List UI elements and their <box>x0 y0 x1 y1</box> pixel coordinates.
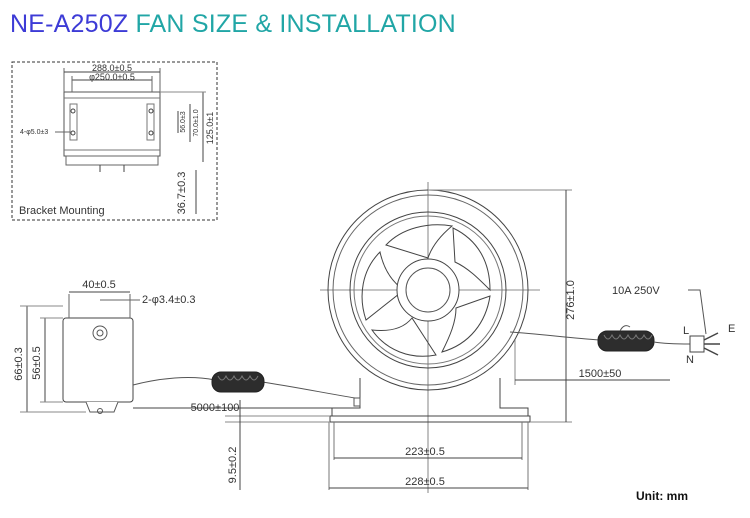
plug-pin-earth: E <box>728 323 735 335</box>
controller-height-66: 66±0.3 <box>13 347 25 381</box>
controller-mount-hole <box>92 325 108 341</box>
fan-unit <box>320 182 540 493</box>
bracket-height-56: 56.0±3 <box>180 111 187 132</box>
plug-pin-live: L <box>683 325 689 337</box>
bracket-height-70: 70.0±1.0 <box>193 109 200 136</box>
fan-dimensions: 276±1.0 1500±50 223±0.5 228±0.5 9.5±0.2 <box>225 189 670 490</box>
bracket-plate <box>63 91 161 157</box>
controller-cable: 5000±100 <box>132 371 357 414</box>
base-height-9-5: 9.5±0.2 <box>227 447 239 484</box>
controller-cable-5000: 5000±100 <box>191 402 240 414</box>
bracket-hole <box>70 130 76 136</box>
bracket-inset: 288.0±0.5 φ250.0±0.5 4-φ5.0±3 56.0±3 70.… <box>11 61 218 221</box>
bracket-holes-label: 4-φ5.0±3 <box>20 129 48 136</box>
bracket-mounting-label: Bracket Mounting <box>19 205 105 217</box>
bracket-inset-frame <box>11 61 218 221</box>
bracket-height-125: 125.0±1 <box>205 112 215 144</box>
unit-label: Unit: mm <box>636 489 688 503</box>
plug-pin-neutral: N <box>686 354 694 366</box>
bracket-hole <box>148 108 154 114</box>
controller-width-40: 40±0.5 <box>82 279 116 291</box>
cable-coil <box>211 371 265 393</box>
bracket-hole <box>70 108 76 114</box>
model-number: NE-A250Z <box>10 10 129 38</box>
controller-box: 40±0.5 2-φ3.4±0.3 66±0.3 56±0.5 <box>13 279 196 414</box>
section-title: FAN SIZE & INSTALLATION <box>135 10 456 38</box>
plug-rating: 10A 250V <box>612 285 660 297</box>
fan-cable-1500: 1500±50 <box>579 368 622 380</box>
fan-height-276: 276±1.0 <box>565 280 577 320</box>
bracket-height-367: 36.7±0.3 <box>176 172 188 215</box>
base-width-223: 223±0.5 <box>405 446 445 458</box>
plug: 10A 250V L E N <box>612 285 735 366</box>
fan-blades <box>361 224 491 357</box>
bracket-diameter-250: φ250.0±0.5 <box>89 72 135 82</box>
bracket-width-288: 288.0±0.5 <box>92 63 132 73</box>
base-width-228: 228±0.5 <box>405 476 445 488</box>
page-title: NE-A250Z FAN SIZE & INSTALLATION <box>10 9 456 39</box>
controller-holes-label: 2-φ3.4±0.3 <box>142 294 196 306</box>
bracket-hole <box>148 130 154 136</box>
controller-height-56: 56±0.5 <box>31 346 43 380</box>
cable-coil <box>597 330 655 352</box>
plug-body <box>689 335 705 353</box>
power-cable <box>509 325 691 352</box>
